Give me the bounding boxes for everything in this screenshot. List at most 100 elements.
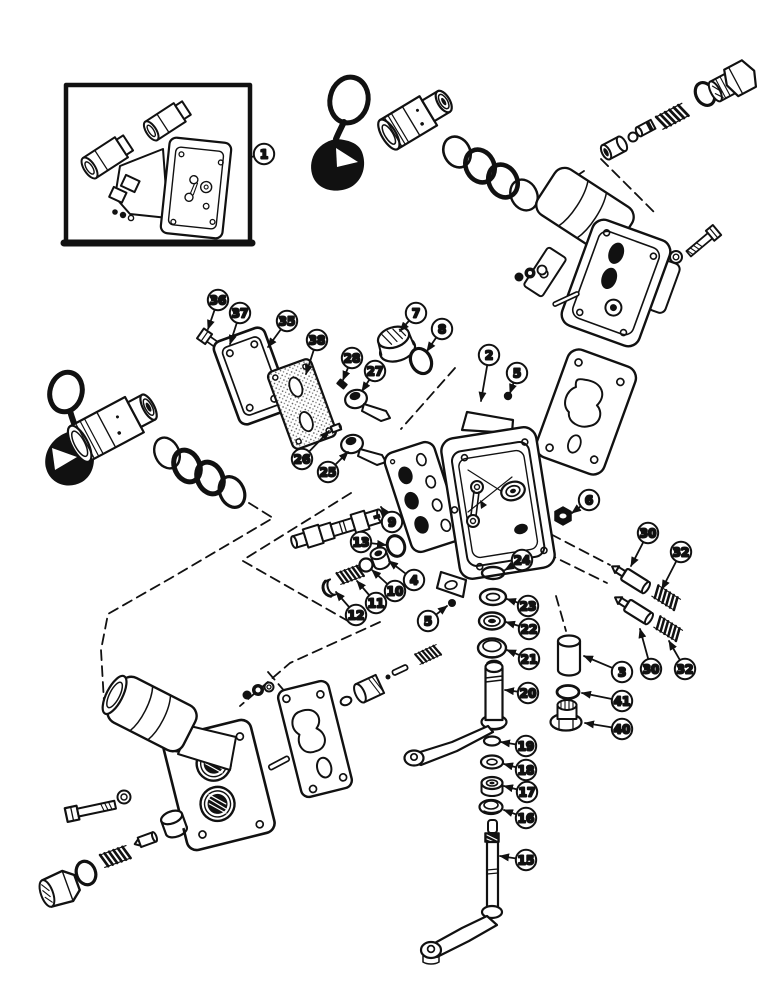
spring-32-b [652,615,684,643]
cam-lever-27 [344,388,391,422]
o-ring-41 [555,684,581,700]
small-washer-bl [263,681,275,693]
lanyard-stem-top [333,119,347,142]
callout-15: 15 [499,848,538,872]
lanyard-ring-left [47,369,85,415]
body-boss [500,480,526,502]
mounting-plate-ur [560,218,672,348]
callout-circle [610,660,634,684]
callout-circle [364,591,388,615]
callout-circle [252,142,276,166]
o-ring-set-left [152,436,247,509]
callout-number: 3 [618,665,626,679]
callout-circle [380,510,404,534]
callout-leader [506,598,520,606]
callout-number: 5 [513,366,521,380]
body-bottom-flange [435,570,468,599]
callout-leader [504,687,519,696]
coupler-body-left [66,393,158,463]
callout-number: 18 [518,763,535,777]
cover-plate [212,326,292,426]
callout-circle [610,689,634,713]
o-ring-19 [482,735,502,747]
callout-number: 24 [514,553,531,567]
nut-6 [554,506,572,526]
callout-number: 7 [412,306,420,320]
callout-leader [503,762,517,771]
callout-9: 9 [380,506,404,534]
callout-number: 17 [519,785,536,799]
small-nut-a [514,272,524,282]
callout-23: 23 [506,594,540,618]
callout-circle [402,568,426,592]
callout-circle [514,734,538,758]
callout-36: 36 [206,288,230,330]
inset-box [60,82,256,247]
callout-number: 19 [518,739,535,753]
callout-32: 32 [661,540,693,590]
callout-leader [506,649,521,658]
o-ring-set-top [441,135,539,212]
callout-17: 17 [503,780,539,804]
ball-5-lower [448,599,456,607]
callout-leader [356,580,371,597]
callout-circle [363,359,387,383]
dashed-axis-plungers [531,526,611,584]
callout-number: 10 [387,584,404,598]
small-nut-bl-a [242,690,252,700]
body-front-plate [440,426,556,580]
callout-13: 13 [349,530,387,554]
callout-number: 38 [309,333,326,347]
callout-circle [516,594,540,618]
callout-number: 6 [585,493,593,507]
callout-number: 15 [518,853,535,867]
callout-16: 16 [503,806,538,830]
callout-leader [308,430,330,453]
control-spool-9 [290,508,385,549]
callout-leader [207,308,216,330]
cap-highlight-left [52,448,77,470]
callout-circle [517,617,541,641]
callout-circle [305,328,329,352]
callout-number: 1 [260,147,268,161]
dashed-mid-left [242,492,352,561]
callout-circle [610,717,634,741]
callout-circle [430,317,454,341]
callout-leader [478,364,489,402]
callout-12: 12 [335,591,368,627]
detent-ball-10 [358,557,374,573]
callout-circle [404,301,428,325]
callout-number: 9 [388,515,396,529]
callout-number: 20 [520,686,537,700]
plunger-30-a [611,565,652,595]
sleeve-3 [556,634,582,677]
plunger-30-b [614,596,655,626]
callout-leader [638,628,650,660]
poppet-bl [133,831,158,849]
callout-40: 40 [584,717,634,741]
callout-number: 21 [521,652,538,666]
callout-number: 41 [614,694,631,708]
callout-leader [668,640,681,661]
dashed-sleeve-axis [555,595,567,632]
callout-leader [399,319,410,332]
lever-shaft-15 [419,819,504,965]
callout-number: 23 [520,599,537,613]
cap-highlight-top [336,148,358,167]
roll-pin-ur [552,291,580,307]
callout-circle [514,848,538,872]
callout-circle [639,657,663,681]
callout-leader [267,328,282,348]
callout-leader [503,784,518,793]
callout-30: 30 [638,628,663,681]
body-link-detail [466,469,513,528]
callout-circle [344,603,368,627]
callout-number: 25 [320,465,337,479]
callout-circle [673,657,697,681]
small-pin [391,664,409,676]
valve-unit-bottom-left [38,674,354,908]
callout-circle [577,488,601,512]
ball-5-top [503,391,513,401]
dashed-mid-right [242,560,349,622]
cam-pin-28 [336,378,348,390]
